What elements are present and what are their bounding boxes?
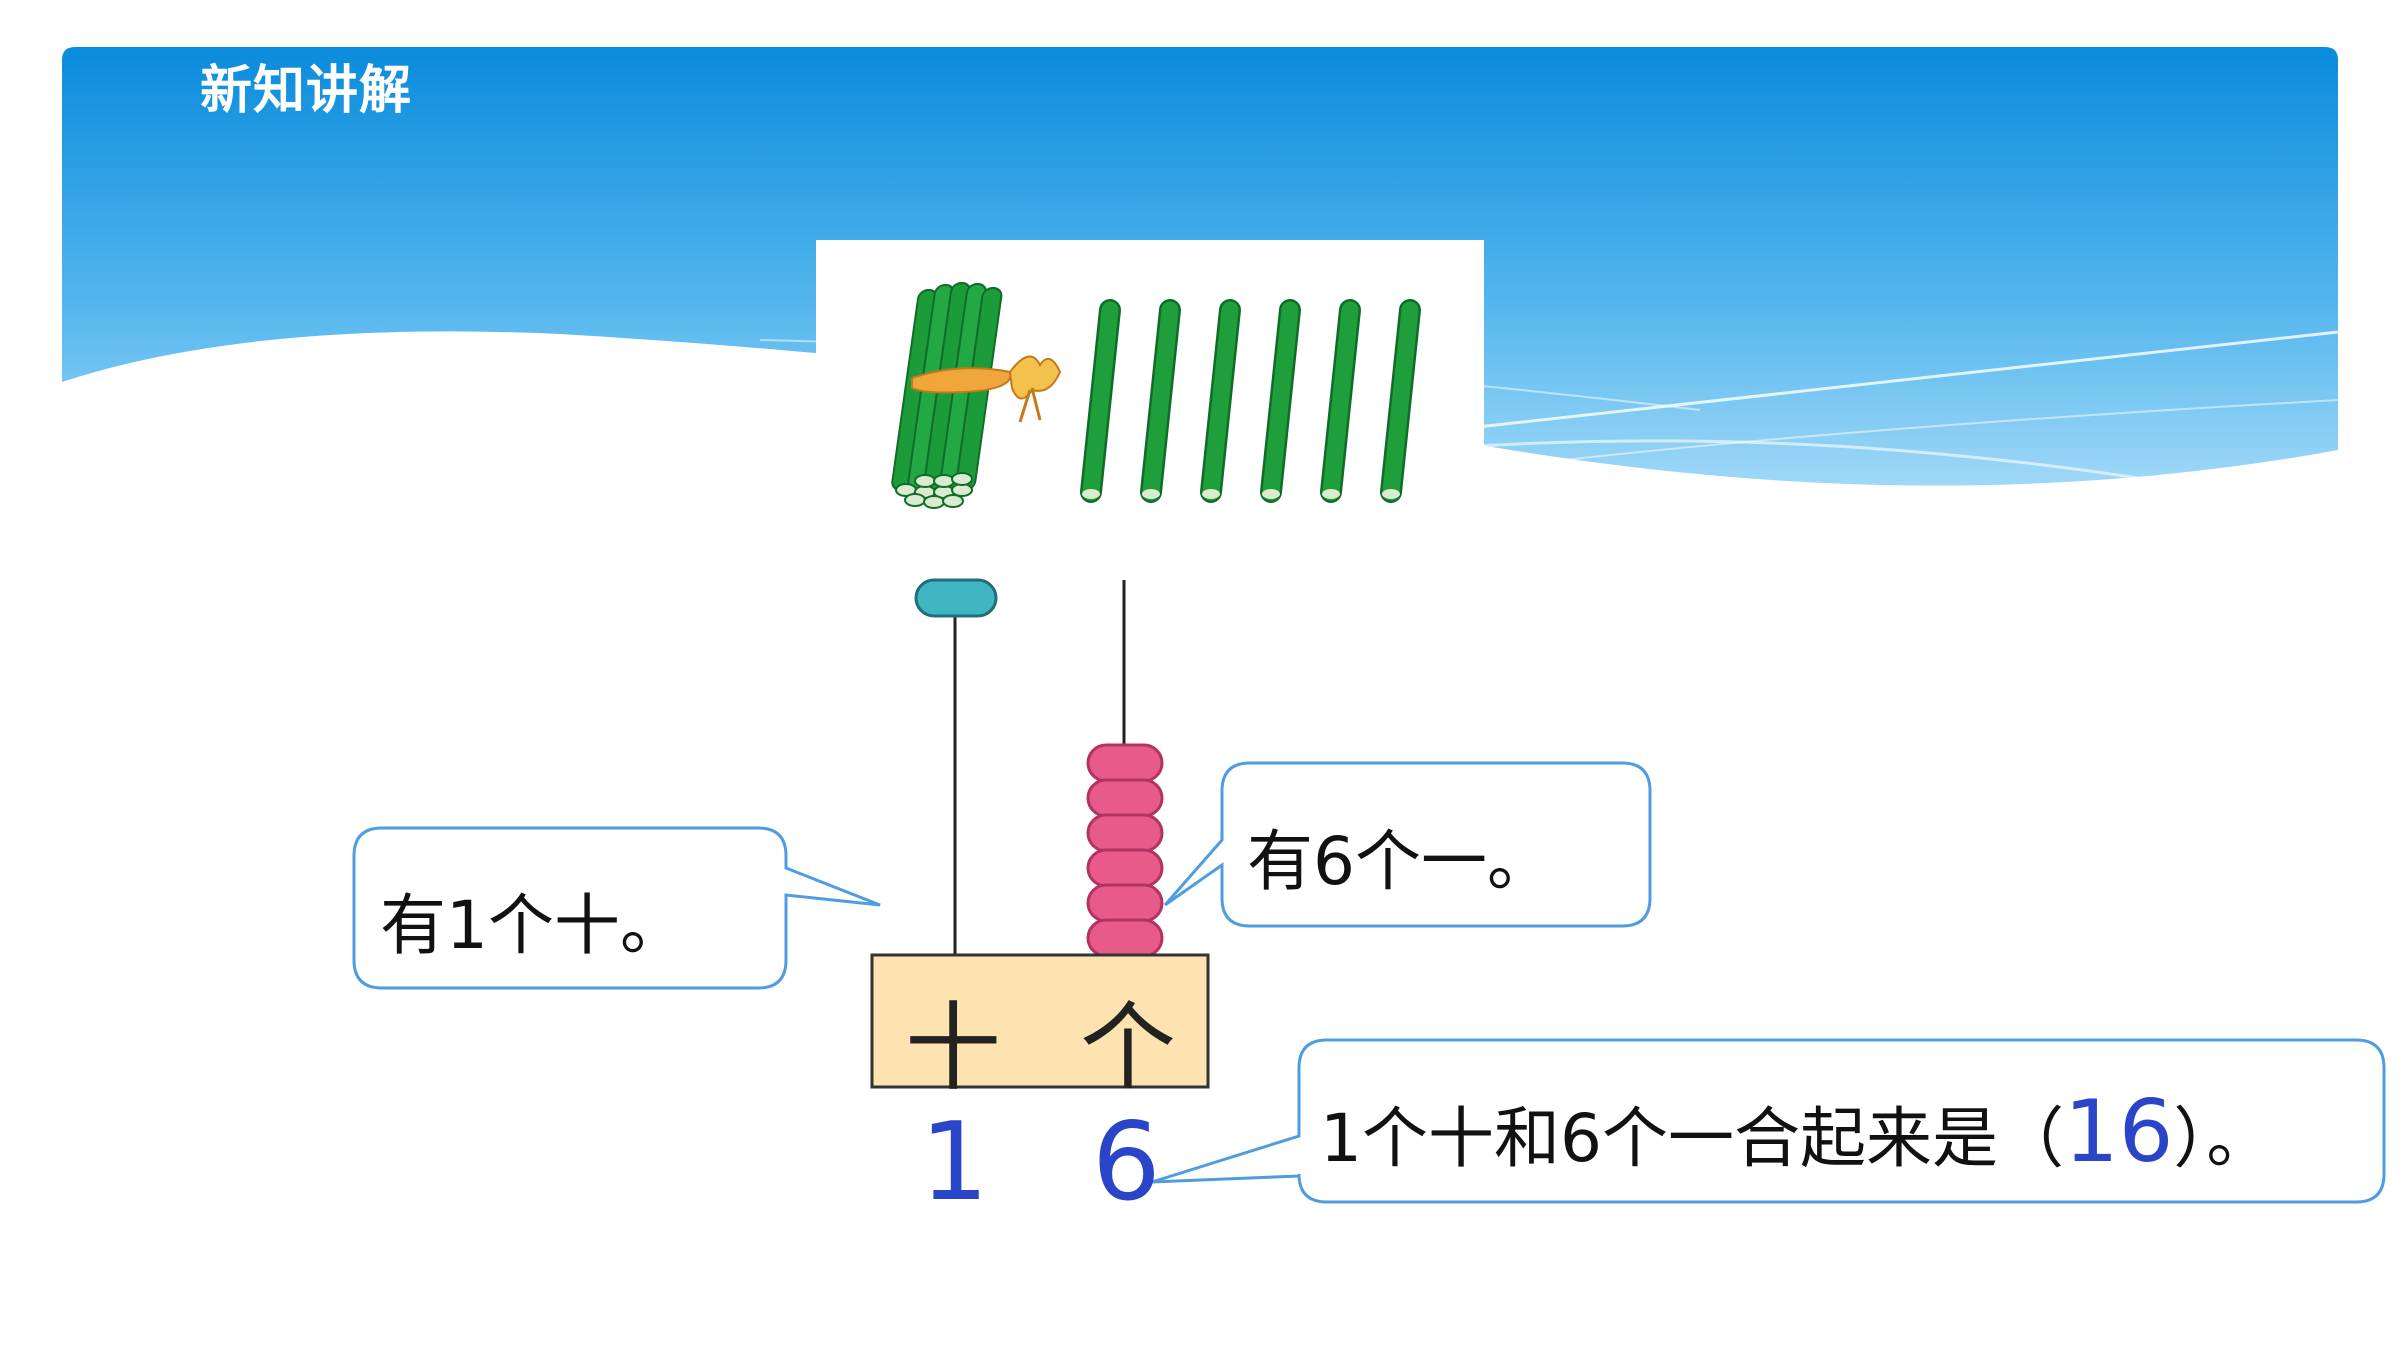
- bubble-ones: [1163, 761, 1652, 928]
- loose-stick: [1140, 299, 1181, 503]
- place-label-box: [870, 953, 1210, 1089]
- ones-digit: 6: [1092, 1100, 1161, 1225]
- loose-stick: [1320, 299, 1361, 503]
- tens-bubble-text: 有1个十。: [380, 887, 686, 964]
- ones-bead: [1086, 743, 1164, 783]
- ones-bead: [1086, 848, 1164, 888]
- ones-bead: [1086, 813, 1164, 853]
- ones-bead: [1086, 883, 1164, 923]
- bubble-tens: [352, 826, 881, 990]
- ones-bead: [1086, 778, 1164, 818]
- tens-bead: [914, 578, 998, 618]
- ones-bead: [1086, 918, 1164, 958]
- sum-suffix: ）。: [2173, 1100, 2273, 1177]
- bubble-sum: [1151, 1038, 2386, 1204]
- stick-bundle: [891, 282, 1062, 509]
- sum-prefix: 1个十和6个一合起来是（: [1320, 1100, 2064, 1177]
- tens-place-label: 十: [905, 992, 1001, 1104]
- loose-stick: [1260, 299, 1301, 503]
- tens-digit: 1: [920, 1100, 989, 1225]
- ones-place-label: 个: [1080, 992, 1176, 1104]
- loose-stick: [1200, 299, 1241, 503]
- page-title: 新知讲解: [200, 61, 413, 121]
- loose-stick: [1080, 299, 1121, 503]
- sum-bubble-text: 1个十和6个一合起来是（16）。: [1320, 1082, 2272, 1182]
- sum-answer: 16: [2063, 1082, 2174, 1182]
- ones-bubble-text: 有6个一。: [1247, 823, 1553, 900]
- ones-beads: [1086, 743, 1164, 958]
- loose-stick: [1380, 299, 1421, 503]
- loose-sticks: [1080, 299, 1421, 503]
